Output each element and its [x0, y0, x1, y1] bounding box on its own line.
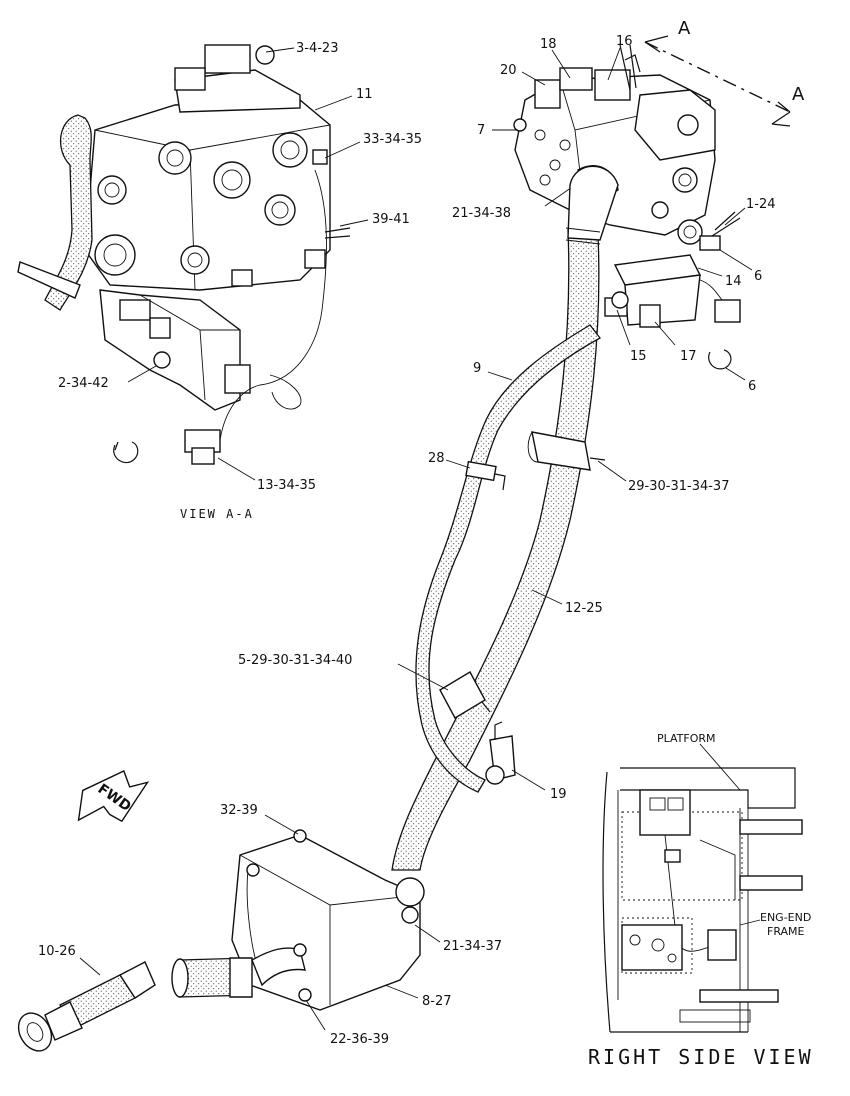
right-side-view-inset: PLATFORM ENG-END FRAME RIGHT SIDE VIEW [588, 732, 814, 1069]
label-12-25: 12-25 [565, 601, 603, 616]
right-side-view-caption: RIGHT SIDE VIEW [588, 1045, 814, 1069]
label-21-34-38: 21-34-38 [452, 206, 511, 221]
label-22-36-39: 22-36-39 [330, 1032, 389, 1047]
label-1-24: 1-24 [746, 197, 776, 212]
label-28: 28 [428, 451, 445, 466]
label-21-34-37: 21-34-37 [443, 939, 502, 954]
main-valve-labels: 16 18 20 7 21-34-38 1-24 6 14 15 17 6 [452, 34, 776, 394]
label-11: 11 [356, 87, 373, 102]
label-39-41: 39-41 [372, 212, 410, 227]
inset-label-platform: PLATFORM [657, 732, 716, 745]
label-3-4-23: 3-4-23 [296, 41, 338, 56]
label-14: 14 [725, 274, 742, 289]
filter-housing-assembly [17, 829, 425, 1052]
section-label-a-right: A [792, 84, 805, 105]
hose-routing [391, 165, 619, 871]
label-17: 17 [680, 349, 697, 364]
label-32-39: 32-39 [220, 803, 258, 818]
label-29-30-31-34-37: 29-30-31-34-37 [628, 479, 729, 494]
view-aa-valve-assembly [17, 44, 351, 465]
fwd-arrow-icon: FWD [77, 770, 150, 823]
inset-label-frame: FRAME [767, 925, 805, 938]
label-8-27: 8-27 [422, 994, 452, 1009]
section-label-a-top: A [678, 18, 691, 39]
label-9: 9 [473, 361, 481, 376]
label-15: 15 [630, 349, 647, 364]
hose-labels: 9 28 29-30-31-34-37 12-25 5-29-30-31-34-… [238, 361, 729, 802]
label-5-29-30-31-34-40: 5-29-30-31-34-40 [238, 653, 352, 668]
label-2-34-42: 2-34-42 [58, 376, 109, 391]
view-aa-labels: 3-4-23 11 33-34-35 39-41 2-34-42 13-34-3… [58, 41, 422, 521]
filter-labels: 32-39 21-34-37 10-26 8-27 22-36-39 [38, 803, 502, 1047]
section-aa-indicator: A A [644, 18, 805, 127]
label-20: 20 [500, 63, 517, 78]
label-33-34-35: 33-34-35 [363, 132, 422, 147]
label-16: 16 [616, 34, 633, 49]
label-19: 19 [550, 787, 567, 802]
inset-label-eng-end: ENG-END [760, 911, 811, 924]
label-18: 18 [540, 37, 557, 52]
view-aa-caption: VIEW A-A [180, 507, 254, 521]
section-arrow-icon [644, 35, 669, 53]
label-10-26: 10-26 [38, 944, 76, 959]
label-13-34-35: 13-34-35 [257, 478, 316, 493]
label-6-upper: 6 [754, 269, 762, 284]
label-6-lower: 6 [748, 379, 756, 394]
label-7: 7 [477, 123, 485, 138]
main-valve-assembly [513, 44, 741, 370]
